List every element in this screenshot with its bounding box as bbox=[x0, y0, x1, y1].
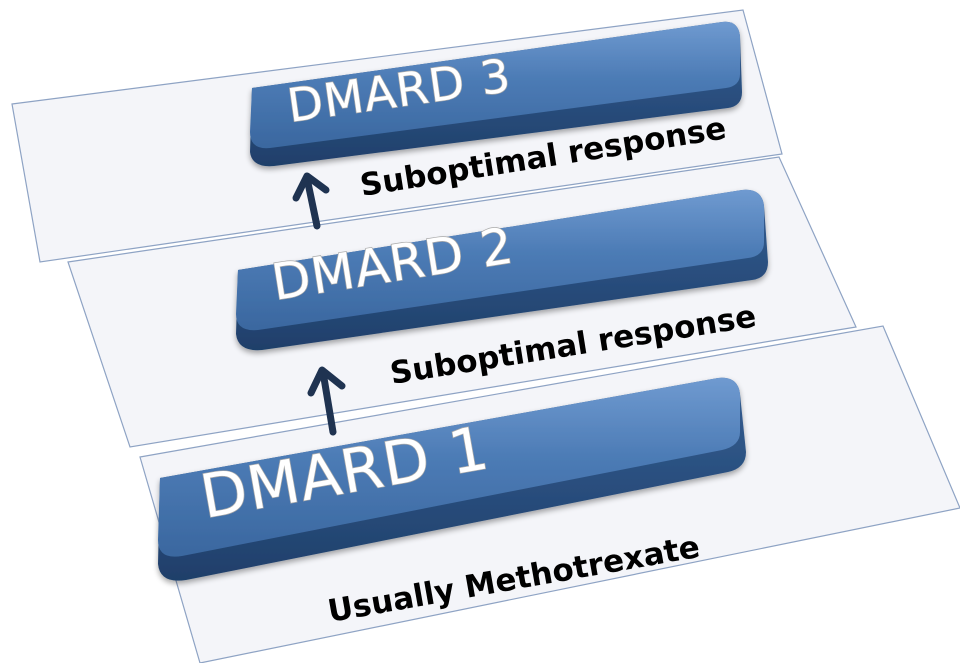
step-2-bar bbox=[236, 189, 768, 351]
step-1-bar bbox=[158, 377, 746, 581]
step-3-bar bbox=[250, 21, 742, 167]
up-arrow-icon bbox=[292, 172, 330, 230]
up-arrow-icon bbox=[307, 366, 346, 436]
